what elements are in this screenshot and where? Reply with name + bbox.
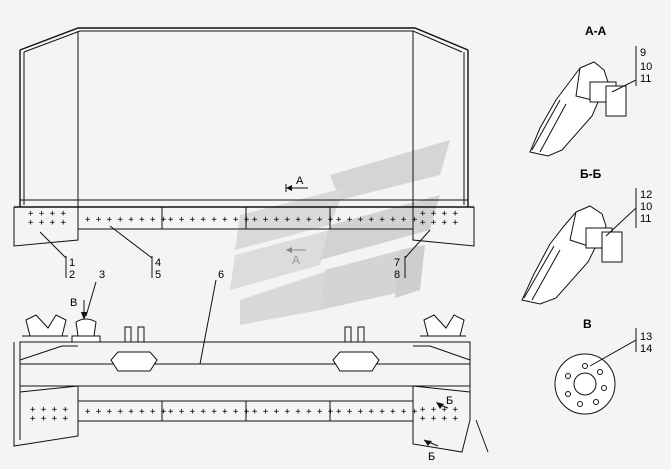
section-bb: Б-Б — [521, 167, 637, 305]
callout-v-13: 13 — [640, 331, 652, 343]
view-v: В — [554, 317, 637, 415]
callout-4: 4 — [155, 257, 161, 269]
view-markers: А А В Б Б — [70, 175, 453, 463]
callout-aa-11: 11 — [640, 73, 651, 85]
callout-6: 6 — [218, 269, 224, 281]
svg-text:+ + + + + + + +: + + + + + + + + — [336, 215, 418, 225]
bolt-pattern-upper: + + + + + + + + + + + + + + + + + + + + … — [28, 209, 459, 228]
svg-text:+ + + +: + + + + — [420, 209, 459, 219]
callouts-aa: 9 10 11 — [640, 47, 652, 85]
svg-text:+ + + +: + + + + — [28, 218, 67, 228]
upper-view — [13, 27, 475, 247]
svg-text:+ + + +: + + + + — [30, 405, 69, 415]
bolt-pattern-lower: + + + + + + + + + + + + + + + + + + + + … — [30, 405, 459, 424]
callout-bb-10: 10 — [640, 201, 652, 213]
section-bb-title: Б-Б — [580, 167, 602, 181]
svg-text:+ + + + + + + +: + + + + + + + + — [252, 407, 334, 417]
callout-bb-12: 12 — [640, 189, 652, 201]
callouts-v: 13 14 — [640, 331, 652, 355]
lower-view — [13, 314, 489, 453]
callout-2: 2 — [69, 269, 75, 281]
svg-text:+ + + +: + + + + — [420, 405, 459, 415]
view-marker-v: В — [70, 297, 77, 309]
view-marker-b-top: Б — [446, 395, 453, 407]
callout-aa-10: 10 — [640, 61, 652, 73]
svg-text:+ + + +: + + + + — [28, 209, 67, 219]
view-marker-b-bottom: Б — [428, 451, 435, 463]
section-aa: А-А — [529, 24, 637, 157]
leader-lines — [39, 225, 431, 365]
callout-v-14: 14 — [640, 343, 652, 355]
callout-5: 5 — [155, 269, 161, 281]
view-marker-a: А — [296, 175, 304, 187]
callout-8: 8 — [394, 269, 400, 281]
svg-text:+ + + + + + + +: + + + + + + + + — [252, 215, 334, 225]
svg-text:+ + + + + + + +: + + + + + + + + — [85, 215, 167, 225]
callouts-main: 1 2 3 4 5 6 7 8 — [69, 257, 400, 281]
watermark-logo — [230, 140, 450, 325]
section-aa-title: А-А — [585, 24, 607, 38]
callouts-bb: 12 10 11 — [640, 189, 652, 225]
callout-aa-9: 9 — [640, 47, 646, 59]
callout-1: 1 — [69, 257, 75, 269]
svg-text:+ + + + + + + +: + + + + + + + + — [85, 407, 167, 417]
svg-text:+ + + +: + + + + — [420, 414, 459, 424]
callout-3: 3 — [99, 269, 105, 281]
svg-text:+ + + + + + + +: + + + + + + + + — [168, 407, 250, 417]
svg-text:+ + + + + + + +: + + + + + + + + — [168, 215, 250, 225]
view-marker-a-watermark: А — [292, 253, 300, 267]
svg-text:+ + + + + + + +: + + + + + + + + — [336, 407, 418, 417]
callout-7: 7 — [394, 257, 400, 269]
svg-text:+ + + +: + + + + — [30, 414, 69, 424]
svg-text:+ + + +: + + + + — [420, 218, 459, 228]
view-v-title: В — [583, 317, 592, 331]
callout-bb-11: 11 — [640, 213, 651, 225]
